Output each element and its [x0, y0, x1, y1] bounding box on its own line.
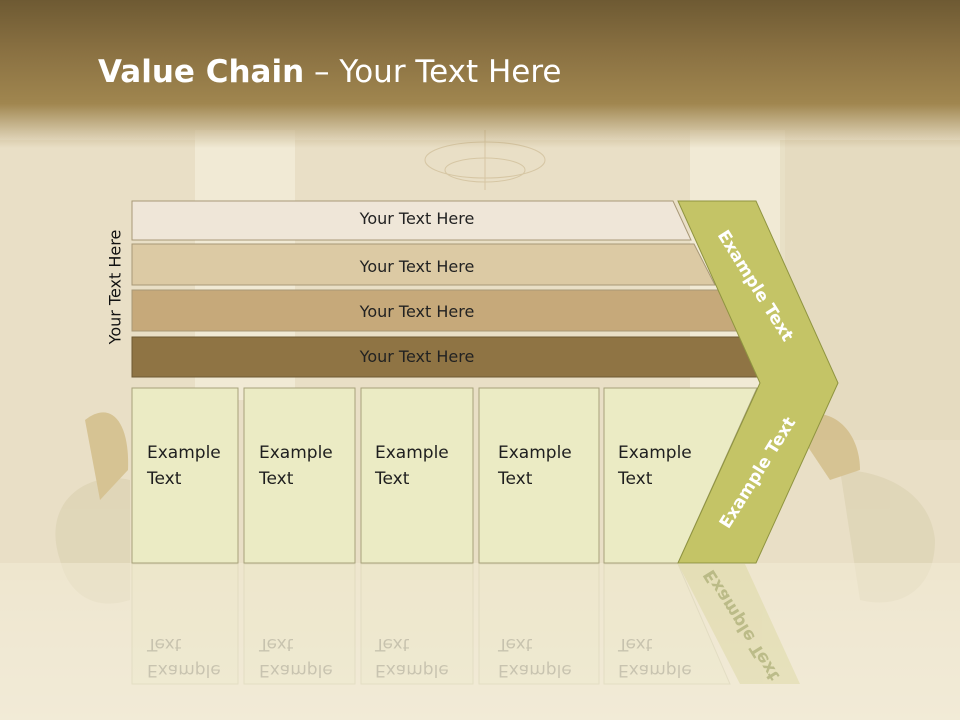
box-shape-2: [243, 387, 356, 564]
box-reflection-text-5-line2: Text: [618, 634, 653, 654]
box-reflection-text-4-line2: Text: [498, 634, 533, 654]
box-label-1-line1: Example: [147, 443, 221, 463]
bar-label-2: Your Text Here: [359, 257, 475, 276]
box-reflection-text-1-line1: Example: [147, 660, 221, 680]
box-label-1-line2: Text: [147, 469, 182, 489]
box-reflection-text-2: Example Text: [259, 631, 354, 683]
box-reflection-text-1: Example Text: [147, 631, 242, 683]
chevron-reflection: [678, 564, 800, 684]
box-reflection-text-5: Example Text: [618, 631, 713, 683]
box-reflection-3: [360, 563, 474, 685]
bar-shape-1: [131, 200, 692, 241]
box-label-3-line1: Example: [375, 443, 449, 463]
box-reflection-text-5-line1: Example: [618, 660, 692, 680]
value-chain-chevron: [677, 200, 839, 564]
box-reflection-text-4: Example Text: [498, 631, 593, 683]
bar-label-3: Your Text Here: [359, 302, 475, 321]
box-label-5-line1: Example: [618, 443, 692, 463]
reflection-area: Example Text Example Text Example Text Exam…: [0, 563, 960, 720]
box-label-2-line2: Text: [259, 469, 294, 489]
bar-label-1: Your Text Here: [359, 209, 475, 228]
box-reflection-text-3-line1: Example: [375, 660, 449, 680]
box-label-5-line2: Text: [618, 469, 653, 489]
box-shape-4: [478, 387, 600, 564]
bar-shape-2: [131, 243, 716, 286]
box-label-2-line1: Example: [259, 443, 333, 463]
box-reflection-text-3-line2: Text: [375, 634, 410, 654]
box-reflection-text-3: Example Text: [375, 631, 470, 683]
box-reflection-4: [478, 563, 600, 685]
box-label-4-line1: Example: [498, 443, 572, 463]
box-reflection-2: [243, 563, 356, 685]
box-shape-1: [131, 387, 239, 564]
box-label-4-line2: Text: [498, 469, 533, 489]
box-reflection-text-2-line2: Text: [259, 634, 294, 654]
bar-label-4: Your Text Here: [359, 347, 475, 366]
slide-title: Value Chain – Your Text Here: [98, 54, 561, 90]
title-band: [0, 0, 960, 148]
box-reflection-text-2-line1: Example: [259, 660, 333, 680]
box-reflection-1: [131, 563, 239, 685]
box-reflection-text-1-line2: Text: [147, 634, 182, 654]
box-shape-3: [360, 387, 474, 564]
slide-title-bold: Value Chain: [98, 54, 305, 90]
box-label-3-line2: Text: [375, 469, 410, 489]
slide-title-rest: – Your Text Here: [304, 54, 562, 90]
box-reflection-5: [603, 563, 731, 685]
box-reflection-text-4-line1: Example: [498, 660, 572, 680]
